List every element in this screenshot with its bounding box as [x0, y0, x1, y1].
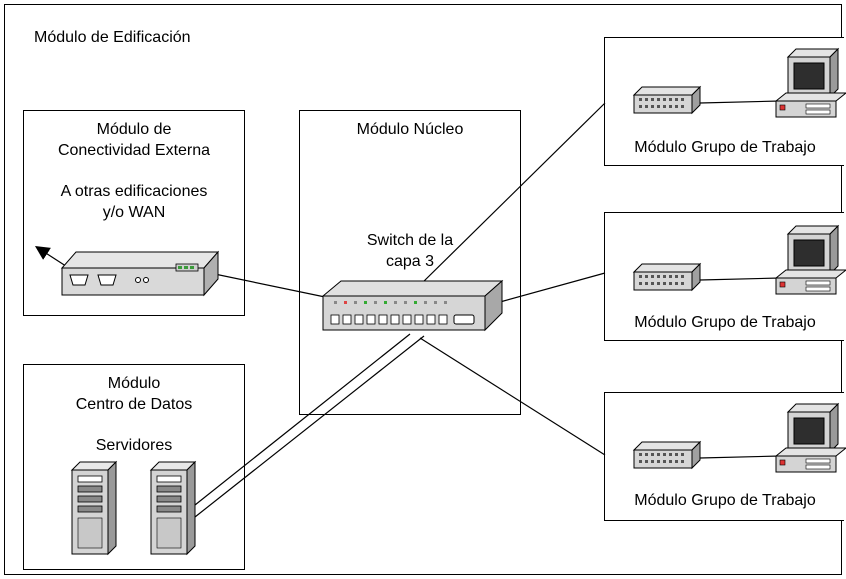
switch-workgroup2-link	[499, 272, 606, 303]
switch-port	[402, 314, 412, 325]
switch-port	[366, 314, 376, 325]
switch-port	[438, 314, 448, 325]
wg1-hub-pc-link	[699, 100, 781, 104]
servers-label: Servidores	[95, 437, 173, 454]
core-module-title: Módulo Núcleo	[356, 121, 464, 138]
switch-led	[384, 301, 387, 304]
switch-label-line2: capa 3	[385, 253, 435, 270]
switch-port	[342, 314, 352, 325]
switch-led	[354, 301, 357, 304]
switch-led	[374, 301, 377, 304]
datacenter-title-line2: Centro de Datos	[75, 396, 193, 413]
router-switch-link	[204, 271, 326, 298]
switch-led	[444, 301, 447, 304]
switch-workgroup1-link	[419, 102, 606, 286]
switch-port	[414, 314, 424, 325]
server-1-icon	[70, 460, 118, 556]
workgroup-hub-icon	[632, 440, 702, 470]
link-lines	[34, 100, 781, 518]
layer3-switch-icon	[321, 279, 504, 332]
switch-led	[344, 301, 347, 304]
core-module	[299, 110, 521, 415]
workgroup-hub-icon	[632, 85, 702, 115]
switch-led	[434, 301, 437, 304]
building-module-title: Módulo de Edificación	[34, 29, 191, 46]
server-uplink-1	[194, 333, 411, 506]
external-module-title-line2: Conectividad Externa	[57, 142, 211, 159]
workgroup-hub-icon	[632, 262, 702, 292]
router-icon	[60, 250, 220, 297]
workgroup-label-2: Módulo Grupo de Trabajo	[634, 314, 816, 331]
workstation-pc-icon	[774, 47, 846, 118]
datacenter-module	[23, 364, 245, 570]
switch-port	[378, 314, 388, 325]
external-module-desc-line1: A otras edificaciones	[60, 183, 208, 200]
switch-led	[334, 301, 337, 304]
workgroup-label-3: Módulo Grupo de Trabajo	[634, 492, 816, 509]
switch-led	[404, 301, 407, 304]
workstation-pc-icon	[774, 402, 846, 473]
server-2-icon	[149, 460, 197, 556]
server-uplink-2	[194, 335, 425, 518]
wg2-hub-pc-link	[699, 277, 781, 281]
switch-led	[424, 301, 427, 304]
switch-workgroup3-link	[419, 337, 606, 456]
switch-port	[390, 314, 400, 325]
workstation-pc-icon	[774, 224, 846, 295]
switch-port	[330, 314, 340, 325]
external-module-desc-line2: y/o WAN	[102, 204, 166, 221]
external-module-title-line1: Módulo de	[96, 121, 172, 138]
switch-label-line1: Switch de la	[366, 232, 454, 249]
switch-led	[364, 301, 367, 304]
workgroup-label-1: Módulo Grupo de Trabajo	[634, 139, 816, 156]
wg3-hub-pc-link	[699, 455, 781, 459]
datacenter-title-line1: Módulo	[107, 375, 161, 392]
switch-led	[414, 301, 417, 304]
switch-port	[426, 314, 436, 325]
switch-port	[354, 314, 364, 325]
switch-led	[394, 301, 397, 304]
